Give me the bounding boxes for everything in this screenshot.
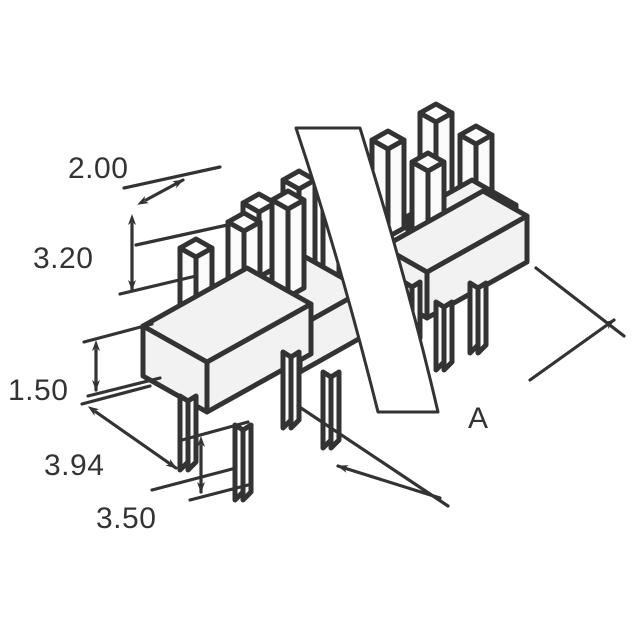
extension-line-3-94-upper — [80, 384, 152, 406]
dimension-a — [296, 266, 626, 508]
dimension-labels: 2.00 3.20 1.50 3.94 3.50 A — [8, 152, 488, 535]
dimension-2-00 — [122, 165, 234, 247]
dimension-label-3-94: 3.94 — [44, 449, 104, 482]
extension-line-2-00-lower — [134, 222, 234, 247]
extension-line-3-94-lower — [150, 466, 238, 492]
dimension-line-a-left — [336, 464, 442, 500]
dimension-line-a-right — [528, 318, 616, 382]
dimension-label-3-20: 3.20 — [33, 242, 93, 275]
dimension-label-1-50: 1.50 — [8, 374, 68, 407]
dimension-3-50 — [180, 420, 254, 502]
housing-front-left — [140, 265, 314, 415]
dimension-3-20 — [118, 214, 198, 296]
pin-tails-rear-left — [280, 349, 342, 451]
dimension-1-50 — [82, 322, 162, 398]
extension-line-a-right — [534, 266, 626, 338]
extension-line-3-50-upper — [180, 420, 250, 442]
connector-assembly — [140, 101, 530, 503]
extension-line-3-20-lower — [118, 274, 198, 296]
extension-line-1-50-upper — [82, 322, 154, 344]
break-line-band — [294, 126, 440, 414]
dimension-line-2-00 — [137, 178, 185, 205]
pin-tails-front-left — [177, 393, 254, 503]
dimension-label-3-50: 3.50 — [96, 502, 156, 535]
dimension-3-94 — [80, 384, 238, 492]
dimension-line-3-94 — [87, 406, 178, 470]
dimension-label-2-00: 2.00 — [68, 152, 128, 185]
dimension-annotations — [80, 165, 626, 508]
extension-line-3-50-lower — [188, 482, 254, 502]
dimension-label-a: A — [468, 402, 488, 435]
extension-line-1-50-lower — [86, 376, 162, 398]
extension-line-a-left — [296, 404, 450, 508]
